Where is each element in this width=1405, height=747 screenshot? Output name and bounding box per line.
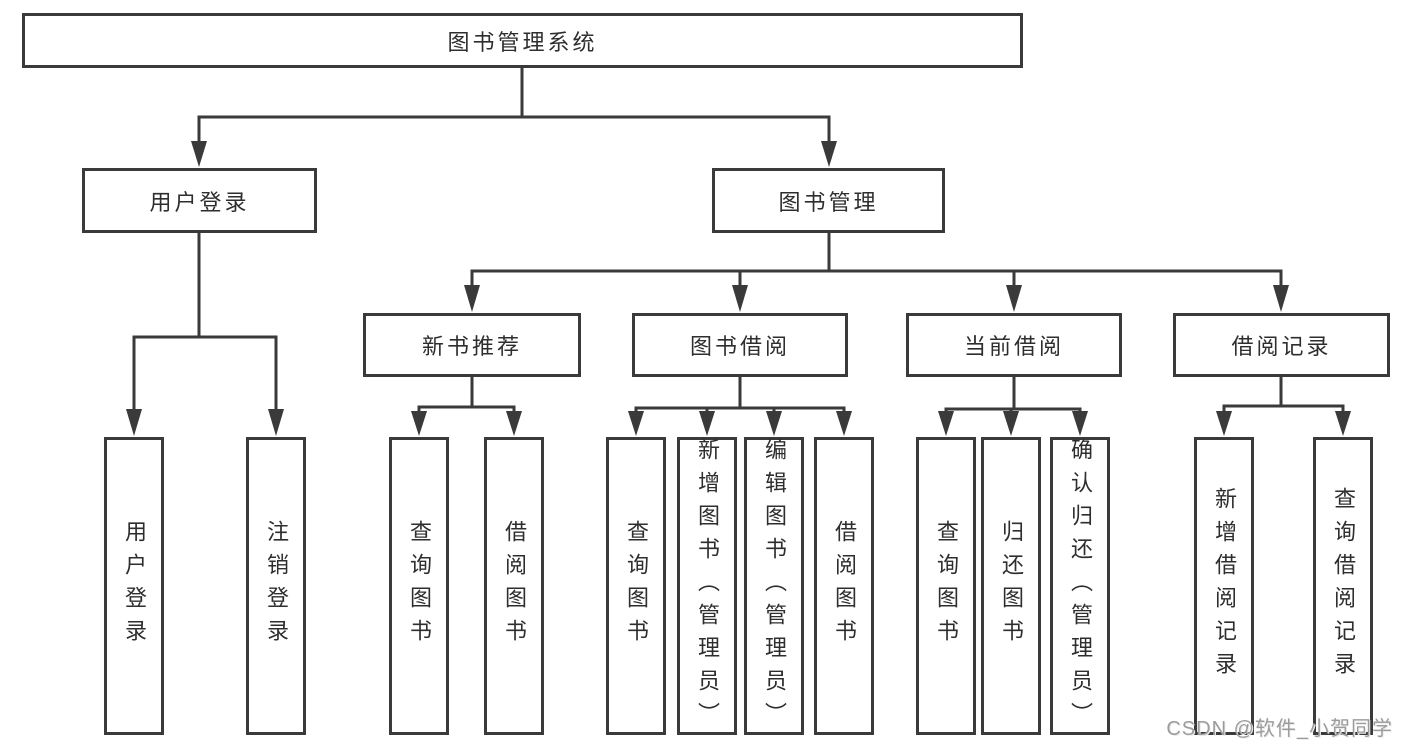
node-label: 查询图书 [624, 520, 649, 652]
arrowheads [126, 141, 1351, 436]
leaf-query-books-borrow: 查询图书 [606, 437, 666, 735]
node-label: 借阅记录 [1231, 334, 1332, 359]
leaf-borrow-books-borrow: 借阅图书 [814, 437, 874, 735]
leaf-query-borrow-record: 查询借阅记录 [1313, 437, 1373, 735]
leaf-add-borrow-record: 新增借阅记录 [1194, 437, 1254, 735]
node-label: 用户登录 [122, 520, 147, 652]
node-root-system: 图书管理系统 [22, 13, 1023, 68]
node-label: 新增借阅记录 [1212, 487, 1237, 685]
node-label: 新增图书（管理员） [695, 437, 720, 735]
leaf-query-books-current: 查询图书 [916, 437, 976, 735]
node-label: 借阅图书 [502, 520, 527, 652]
node-label: 查询图书 [934, 520, 959, 652]
node-label: 当前借阅 [963, 334, 1064, 359]
leaf-user-login: 用户登录 [104, 437, 164, 735]
node-label: 借阅图书 [832, 520, 857, 652]
leaf-add-books-admin: 新增图书（管理员） [677, 437, 737, 735]
node-label: 图书管理 [778, 189, 879, 215]
node-new-book-recommendation: 新书推荐 [363, 313, 581, 377]
node-book-management: 图书管理 [712, 168, 945, 233]
node-borrowing-records: 借阅记录 [1173, 313, 1390, 377]
leaf-confirm-return-admin: 确认归还（管理员） [1050, 437, 1110, 735]
node-label: 注销登录 [264, 520, 289, 652]
node-label: 确认归还（管理员） [1068, 437, 1093, 735]
node-label: 查询借阅记录 [1331, 487, 1356, 685]
node-label: 编辑图书（管理员） [762, 437, 787, 735]
leaf-query-books-recommend: 查询图书 [389, 437, 449, 735]
connector-path [132, 66, 1345, 416]
leaf-logout: 注销登录 [246, 437, 306, 735]
leaf-edit-books-admin: 编辑图书（管理员） [744, 437, 804, 735]
node-user-login: 用户登录 [82, 168, 317, 233]
node-label: 查询图书 [407, 520, 432, 652]
leaf-borrow-books-recommend: 借阅图书 [484, 437, 544, 735]
node-label: 归还图书 [999, 520, 1024, 652]
node-label: 用户登录 [149, 189, 250, 215]
csdn-watermark: CSDN @软件_小贺同学 [1166, 718, 1393, 740]
node-book-borrowing: 图书借阅 [632, 313, 848, 377]
leaf-return-books: 归还图书 [981, 437, 1041, 735]
node-label: 图书管理系统 [447, 29, 598, 55]
node-label: 新书推荐 [421, 334, 522, 359]
node-label: 图书借阅 [689, 334, 790, 359]
node-current-borrowing: 当前借阅 [906, 313, 1122, 377]
